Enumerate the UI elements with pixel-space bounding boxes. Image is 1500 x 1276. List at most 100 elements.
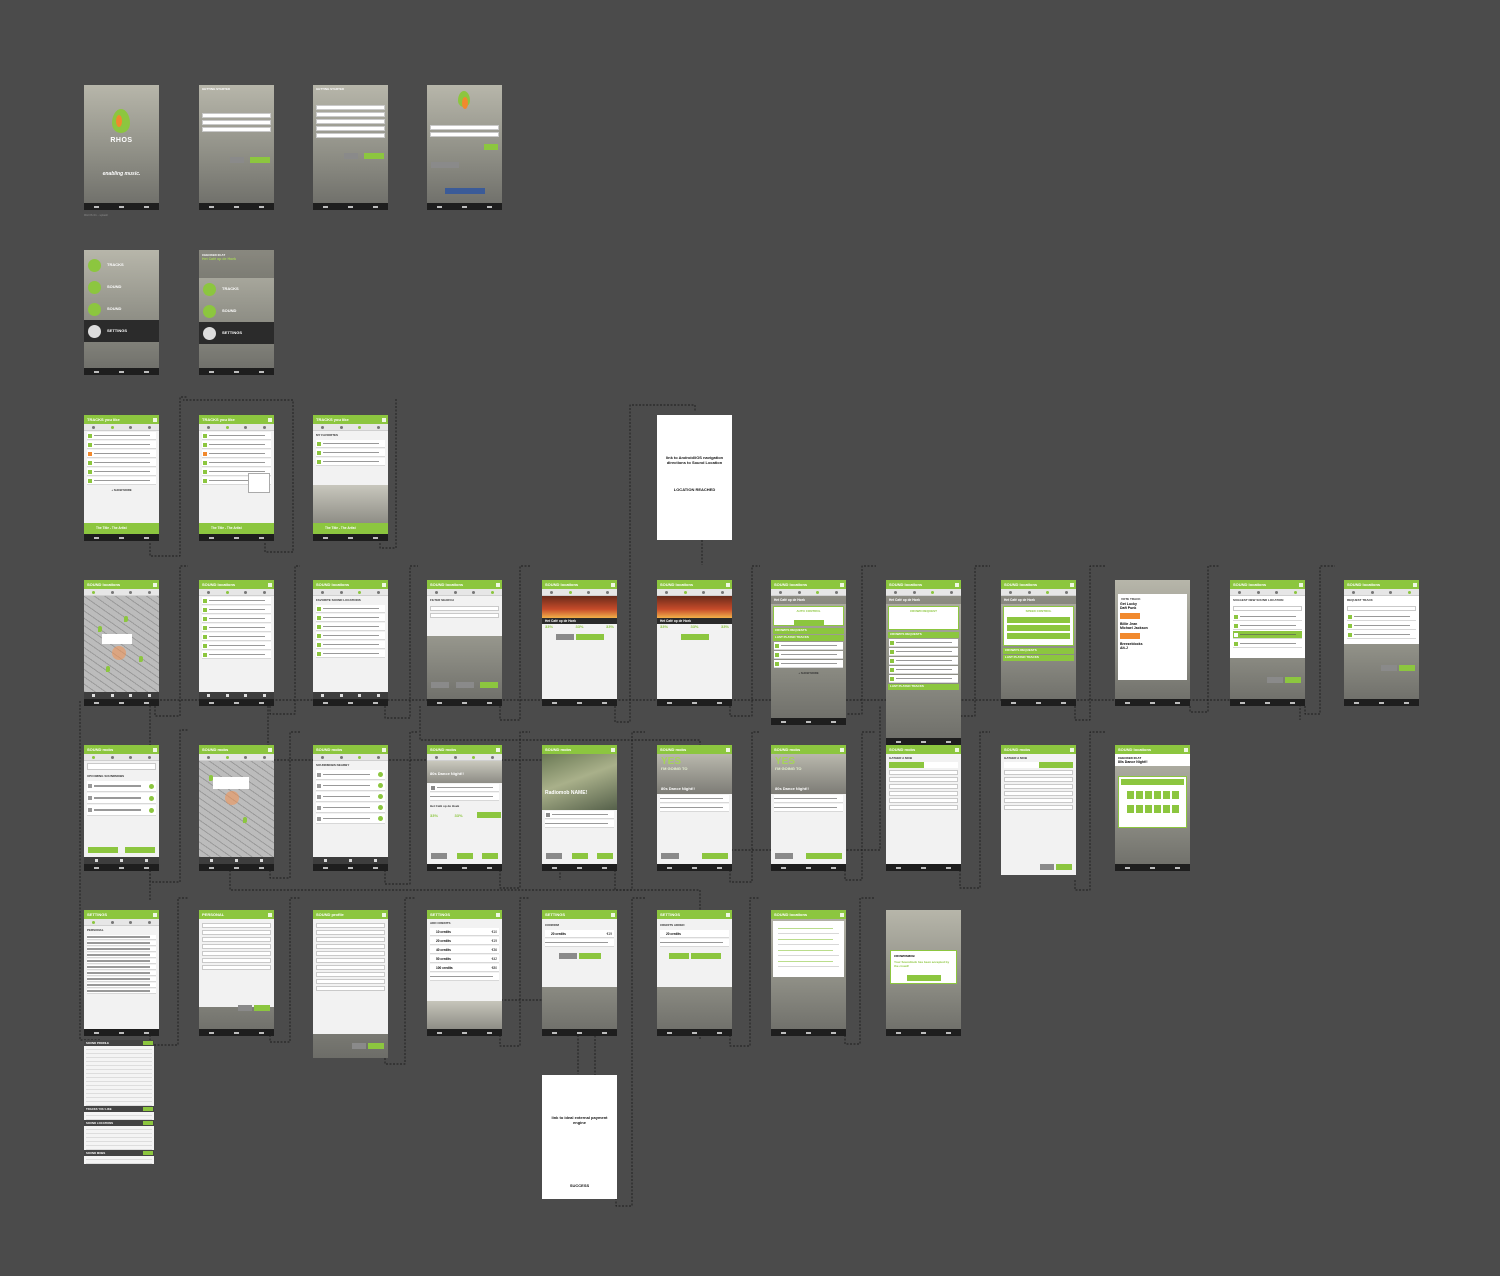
mob-name-field[interactable]: [1004, 770, 1073, 775]
track-row[interactable]: [774, 651, 843, 659]
tab-bar[interactable]: [199, 754, 274, 761]
android-nav-bar[interactable]: [84, 368, 159, 375]
notification-row[interactable]: [778, 957, 839, 967]
genre-select[interactable]: [316, 923, 385, 928]
track-row[interactable]: [87, 441, 156, 449]
request-button[interactable]: [1399, 665, 1415, 671]
android-nav-bar[interactable]: [84, 534, 159, 541]
genre-select[interactable]: [316, 958, 385, 963]
credit-bundle[interactable]: 20 credits€19: [430, 937, 499, 945]
android-nav-bar[interactable]: [771, 864, 846, 871]
crowdsmob-dialog[interactable]: CROWDSMOB Your Soundmob has been accepte…: [890, 950, 957, 984]
android-nav-bar[interactable]: [199, 203, 274, 210]
request-option-row[interactable]: [1347, 613, 1416, 621]
soundmob-row[interactable]: [316, 792, 385, 802]
password-field[interactable]: [430, 132, 499, 137]
bottom-toolbar[interactable]: [313, 857, 388, 864]
edit-button[interactable]: [143, 1121, 153, 1125]
date-field[interactable]: [889, 784, 958, 789]
genre-select[interactable]: [1004, 791, 1073, 796]
suggestion-row[interactable]: [1233, 631, 1302, 639]
artist-field[interactable]: [316, 979, 385, 984]
android-nav-bar[interactable]: [1001, 699, 1076, 706]
start-it-now-button[interactable]: [793, 620, 824, 626]
favorite-row[interactable]: [316, 440, 385, 448]
credit-bundle[interactable]: 40 credits€36: [430, 946, 499, 954]
soundmob-row[interactable]: [316, 814, 385, 824]
genre-select[interactable]: [316, 119, 385, 124]
email-field[interactable]: [202, 951, 271, 956]
cancel-button[interactable]: [238, 1005, 252, 1011]
track-row[interactable]: [87, 459, 156, 467]
android-nav-bar[interactable]: [886, 864, 961, 871]
track-row[interactable]: [87, 477, 156, 485]
search-location-field[interactable]: [1233, 606, 1302, 611]
android-nav-bar[interactable]: [771, 718, 846, 725]
tab-radiomob[interactable]: [923, 762, 958, 768]
android-nav-bar[interactable]: [657, 1029, 732, 1036]
submit-button[interactable]: [1285, 677, 1301, 683]
track-row[interactable]: [202, 477, 271, 485]
credit-bundle[interactable]: 100 credits€80: [430, 964, 499, 972]
artist-field[interactable]: [316, 133, 385, 138]
genre-select[interactable]: [889, 798, 958, 803]
back-button[interactable]: [343, 153, 358, 159]
track-row[interactable]: [202, 432, 271, 440]
location-row[interactable]: [316, 650, 385, 658]
share-button[interactable]: [571, 853, 588, 859]
request-row[interactable]: [889, 639, 958, 647]
request-option-row[interactable]: [1347, 631, 1416, 639]
search-input[interactable]: [87, 763, 156, 770]
back-button[interactable]: [455, 682, 474, 688]
distance-toggle[interactable]: [430, 606, 499, 611]
android-nav-bar[interactable]: [199, 864, 274, 871]
credit-bundle[interactable]: 50 credits€42: [430, 955, 499, 963]
gather-button[interactable]: [1056, 864, 1072, 870]
vote-track-dialog[interactable]: VOTE TRACK Get Lucky Daft Punk Billie Je…: [1118, 594, 1187, 680]
favorite-row[interactable]: [316, 458, 385, 466]
track-row[interactable]: [202, 468, 271, 476]
android-nav-bar[interactable]: [84, 699, 159, 706]
notification-row[interactable]: [778, 924, 839, 934]
bottom-toolbar[interactable]: [199, 692, 274, 699]
edit-button[interactable]: [143, 1151, 153, 1155]
genre-select[interactable]: [1004, 798, 1073, 803]
tab-bar[interactable]: [542, 589, 617, 596]
radius-select[interactable]: [430, 613, 499, 618]
tab-bar[interactable]: [1344, 589, 1419, 596]
speed-control-card[interactable]: SPEED CONTROL: [1003, 606, 1074, 646]
android-nav-bar[interactable]: [657, 699, 732, 706]
cancel-button[interactable]: [1381, 665, 1397, 671]
proceed-button[interactable]: [250, 157, 270, 163]
confirm-button[interactable]: [702, 853, 728, 859]
location-row[interactable]: [202, 597, 271, 605]
soundmob-row[interactable]: [316, 770, 385, 780]
settings-button[interactable]: [668, 953, 689, 959]
notification-row[interactable]: [778, 946, 839, 956]
save-button[interactable]: [254, 1005, 270, 1011]
tab-bar[interactable]: [84, 754, 159, 761]
request-row[interactable]: [889, 666, 958, 674]
username-field[interactable]: [430, 125, 499, 130]
tab-bar[interactable]: [84, 919, 159, 926]
soundmob-row[interactable]: [87, 793, 156, 804]
cancel-button[interactable]: [352, 1043, 366, 1049]
back-button[interactable]: [229, 157, 244, 163]
location-row[interactable]: [316, 623, 385, 631]
map-callout[interactable]: [102, 634, 132, 644]
bottom-toolbar[interactable]: [313, 692, 388, 699]
genre-select[interactable]: [316, 105, 385, 110]
map-callout[interactable]: [213, 777, 249, 789]
back-button[interactable]: [546, 853, 562, 859]
favorite-row[interactable]: [316, 449, 385, 457]
android-nav-bar[interactable]: [657, 864, 732, 871]
location-field[interactable]: [1004, 777, 1073, 782]
menu-tracks[interactable]: TRACKS: [84, 254, 159, 276]
map-view[interactable]: [84, 596, 159, 692]
find-nearby-button[interactable]: [88, 847, 118, 853]
genre-select[interactable]: [316, 930, 385, 935]
menu-settings[interactable]: SETTINGS: [84, 320, 159, 342]
location-row[interactable]: [316, 641, 385, 649]
edit-button[interactable]: [143, 1107, 153, 1111]
suggestion-row[interactable]: [1233, 622, 1302, 630]
